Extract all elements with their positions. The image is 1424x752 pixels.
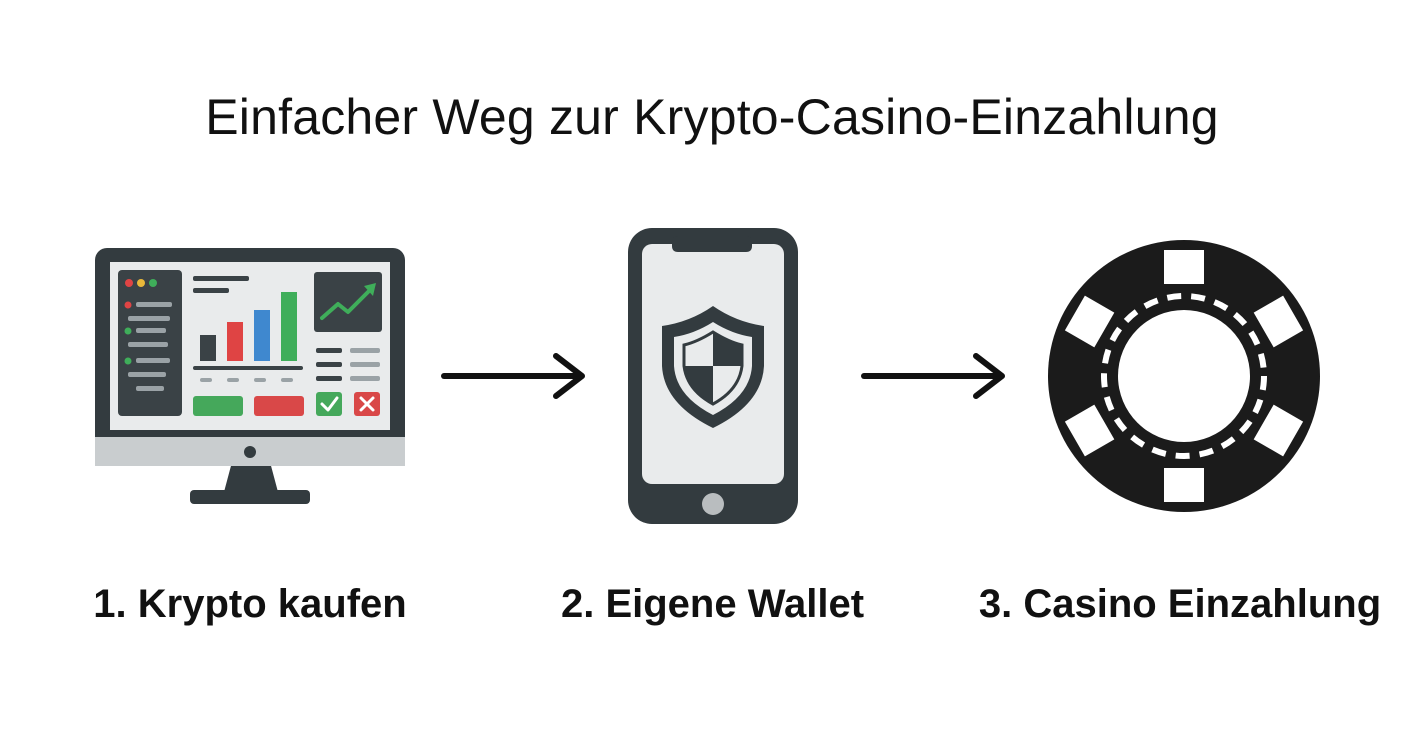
arrow-right-icon xyxy=(441,353,585,399)
casino-chip-icon xyxy=(1048,240,1320,512)
smartphone-shield-icon xyxy=(628,228,798,524)
step-label-krypto-kaufen: 1. Krypto kaufen xyxy=(93,582,407,626)
step-label-casino-einzahlung: 3. Casino Einzahlung xyxy=(978,582,1382,626)
page-title: Einfacher Weg zur Krypto-Casino-Einzahlu… xyxy=(205,89,1219,145)
arrow-right-icon xyxy=(861,353,1005,399)
step-label-eigene-wallet: 2. Eigene Wallet xyxy=(560,582,865,626)
computer-monitor-trading-icon xyxy=(95,248,405,504)
